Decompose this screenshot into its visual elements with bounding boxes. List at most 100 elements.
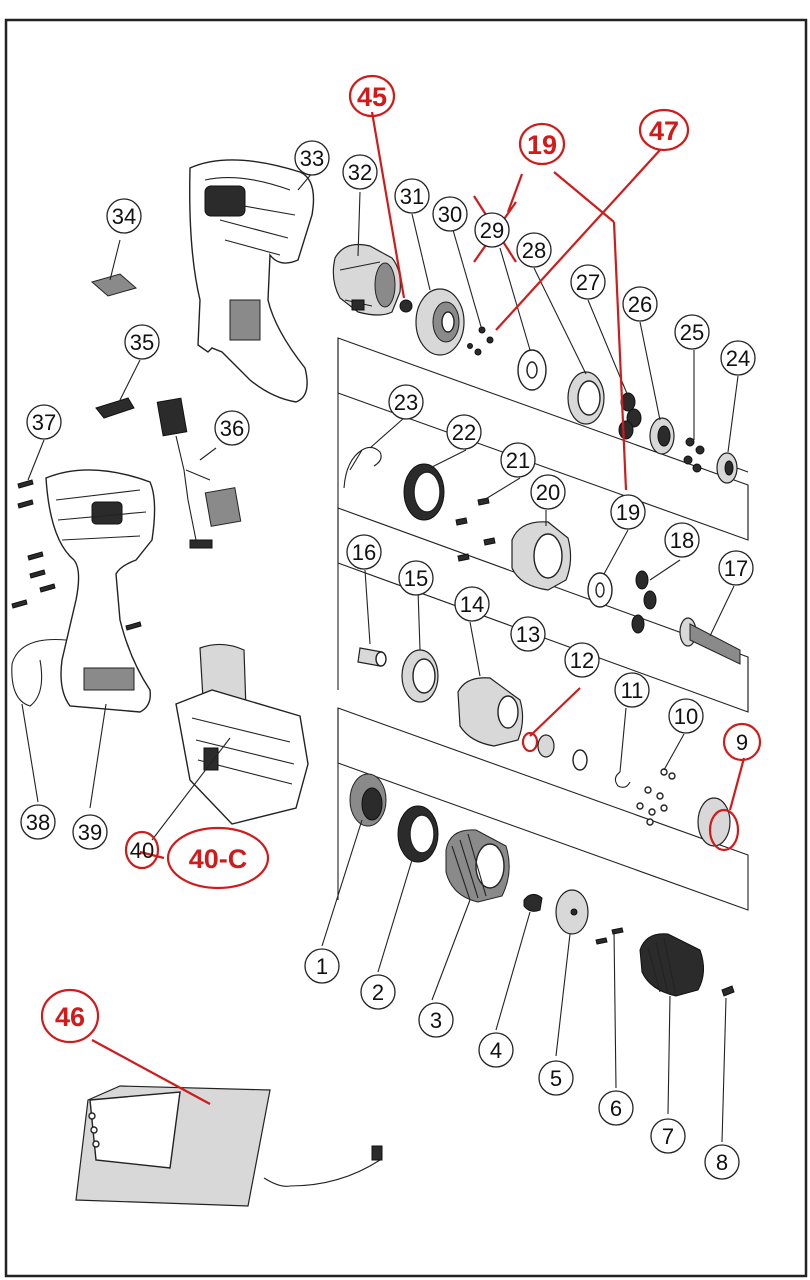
part-label-text: 34 — [112, 204, 136, 229]
switch-assembly-36 — [156, 397, 242, 549]
part-label-circle — [530, 474, 566, 510]
part-label-circle — [394, 178, 430, 214]
part-label-circle — [398, 560, 434, 596]
spring-23 — [343, 446, 382, 489]
part-label-9: 9 — [736, 730, 748, 755]
part-label-text: 18 — [670, 528, 694, 553]
part-label-10: 10 — [668, 698, 704, 734]
balls-10 — [636, 768, 676, 826]
part-label-text: 26 — [628, 292, 652, 317]
part-label-20: 20 — [530, 474, 566, 510]
gear-housing-20 — [511, 521, 572, 591]
part-label-text: 39 — [78, 820, 102, 845]
part-label-circle — [474, 212, 510, 248]
part-label-circle — [664, 522, 700, 558]
part-label-text: 9 — [736, 730, 748, 755]
part-label-14: 14 — [454, 586, 490, 622]
gear-plate — [415, 288, 465, 356]
part-label-29: 29 — [474, 212, 510, 248]
planet-carrier-26 — [649, 417, 675, 455]
lanyard-38 — [11, 638, 67, 707]
part-label-text: 16 — [352, 540, 376, 565]
part-label-text: 10 — [674, 704, 698, 729]
part-label-circle — [538, 1060, 574, 1096]
part-label-circle — [106, 198, 142, 234]
clutch-ring-15 — [401, 649, 439, 703]
part-label-30: 30 — [432, 196, 468, 232]
spindle-17 — [679, 617, 741, 665]
part-label-circle — [346, 534, 382, 570]
ring-22 — [403, 463, 445, 521]
motor — [332, 243, 401, 316]
washer-12 — [572, 749, 588, 771]
part-label-text: 3 — [430, 1008, 442, 1033]
part-label-circle — [610, 494, 646, 530]
screw-8 — [721, 985, 735, 997]
part-label-text: 33 — [300, 146, 324, 171]
spring-clip-4 — [523, 894, 543, 912]
part-label-circle — [704, 1144, 740, 1180]
part-label-text: 32 — [348, 160, 372, 185]
part-label-16: 16 — [346, 534, 382, 570]
part-label-circle — [570, 264, 606, 300]
ring-9 — [697, 797, 740, 852]
part-label-text: 1 — [316, 954, 328, 979]
part-label-text: 30 — [438, 202, 462, 227]
part-label-circle — [214, 410, 250, 446]
part-label-text: 2 — [372, 980, 384, 1005]
part-label-text: 17 — [724, 556, 748, 581]
part-label-39: 39 — [72, 814, 108, 850]
part-label-text: 36 — [220, 416, 244, 441]
part-label-circle — [72, 814, 108, 850]
annotation-47-text: 47 — [649, 116, 679, 146]
part-label-text: 38 — [26, 810, 50, 835]
part-label-17: 17 — [718, 550, 754, 586]
part-label-text: 15 — [404, 566, 428, 591]
part-label-text: 28 — [522, 238, 546, 263]
part-label-circle — [478, 1032, 514, 1068]
part-label-text: 25 — [680, 320, 704, 345]
part-label-circle — [622, 286, 658, 322]
ring-gear-28 — [567, 371, 605, 425]
part-label-32: 32 — [342, 154, 378, 190]
part-label-36: 36 — [214, 410, 250, 446]
part-label-circle — [720, 340, 756, 376]
part-label-text: 5 — [550, 1066, 562, 1091]
part-labels: 1234567891011121314151617181920212223242… — [20, 140, 756, 1180]
motor-pinion-45 — [399, 299, 413, 313]
part-label-26: 26 — [622, 286, 658, 322]
part-label-text: 23 — [394, 390, 418, 415]
part-label-circle — [650, 1118, 686, 1154]
annotation-45: 45 — [348, 74, 396, 118]
part-label-23: 23 — [388, 384, 424, 420]
battery-leader — [151, 737, 231, 841]
part-label-13: 13 — [510, 616, 546, 652]
part-label-text: 40 — [130, 838, 154, 863]
part-label-text: 35 — [130, 330, 154, 355]
part-label-18: 18 — [664, 522, 700, 558]
part-label-11: 11 — [614, 672, 650, 708]
part-label-circle — [388, 384, 424, 420]
annotation-47: 47 — [638, 108, 690, 152]
clutch-housing-14 — [457, 677, 524, 747]
highlight-40 — [124, 830, 160, 870]
part-label-text: 24 — [726, 346, 750, 371]
part-label-circle — [454, 586, 490, 622]
part-label-1: 1 — [304, 948, 340, 984]
part-label-3: 3 — [418, 1002, 454, 1038]
part-label-circle — [124, 324, 160, 360]
part-label-37: 37 — [26, 404, 62, 440]
part-label-33: 33 — [294, 140, 330, 176]
part-label-text: 13 — [516, 622, 540, 647]
annotation-45-text: 45 — [357, 82, 387, 112]
annotation-19: 19 — [518, 122, 566, 166]
cam-ring-1 — [349, 773, 387, 827]
annotation-46: 46 — [40, 988, 100, 1044]
part-label-circle — [668, 698, 704, 734]
part-label-7: 7 — [650, 1118, 686, 1154]
part-label-circle — [360, 974, 396, 1010]
part-label-circle — [510, 616, 546, 652]
part-label-text: 37 — [32, 410, 56, 435]
clip-11 — [614, 771, 631, 788]
